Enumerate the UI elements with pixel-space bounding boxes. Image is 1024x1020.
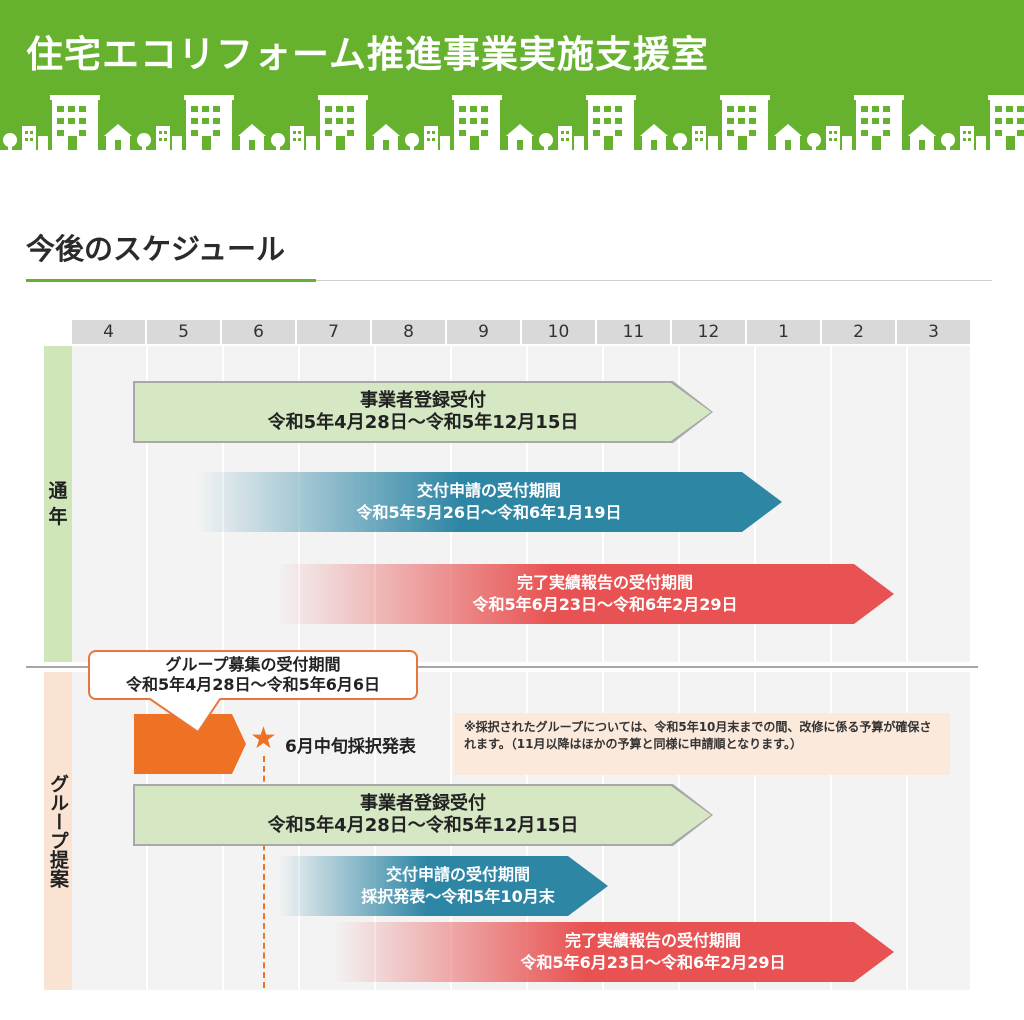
month-cell: 5 <box>147 320 220 344</box>
bar-title: 事業者登録受付 <box>360 390 486 411</box>
callout-period: 令和5年4月28日～令和5年6月6日 <box>126 675 380 694</box>
star-icon: ★ <box>250 721 277 756</box>
row-label-text: グループ提案 <box>47 774 69 888</box>
bar-period: 採択発表～令和5年10月末 <box>361 887 555 906</box>
announcement-dashed-line <box>263 756 265 988</box>
row-label-char: 年 <box>48 506 68 528</box>
callout-title: グループ募集の受付期間 <box>165 655 341 674</box>
annual-bar-registration: 事業者登録受付 令和5年4月28日～令和5年12月15日 <box>135 383 711 441</box>
annual-bar-completion-report: 完了実績報告の受付期間 令和5年6月23日～令和6年2月29日 <box>276 564 894 624</box>
month-cell: 2 <box>822 320 895 344</box>
bar-period: 令和5年6月23日～令和6年2月29日 <box>520 953 786 972</box>
bar-period: 令和5年5月26日～令和6年1月19日 <box>356 503 622 522</box>
row-divider <box>26 666 978 668</box>
callout-tail <box>150 698 221 734</box>
group-bar-grant-application: 交付申請の受付期間 採択発表～令和5年10月末 <box>278 856 608 916</box>
section-title: 今後のスケジュール <box>26 232 285 266</box>
month-cell: 9 <box>447 320 520 344</box>
bar-title: 事業者登録受付 <box>360 793 486 814</box>
bar-title: 完了実績報告の受付期間 <box>516 573 693 592</box>
month-cell: 7 <box>297 320 370 344</box>
month-cell: 3 <box>897 320 970 344</box>
houses-skyline-illustration <box>0 92 1024 150</box>
row-label-group: グループ提案 <box>44 672 72 990</box>
month-cell: 12 <box>672 320 745 344</box>
site-header: 住宅エコリフォーム推進事業実施支援室 <box>0 0 1024 150</box>
announcement-label: 6月中旬採択発表 <box>285 737 416 757</box>
title-divider-accent <box>26 279 316 282</box>
row-label-char: 通 <box>48 480 68 502</box>
bar-title: 交付申請の受付期間 <box>416 481 561 500</box>
group-bar-registration: 事業者登録受付 令和5年4月28日～令和5年12月15日 <box>135 786 711 844</box>
grid-column <box>908 346 970 662</box>
month-cell: 6 <box>222 320 295 344</box>
annual-bar-grant-application: 交付申請の受付期間 令和5年5月26日～令和6年1月19日 <box>196 472 782 532</box>
month-cell: 4 <box>72 320 145 344</box>
bar-period: 令和5年4月28日～令和5年12月15日 <box>267 412 579 433</box>
bar-title: 交付申請の受付期間 <box>385 865 530 884</box>
site-title[interactable]: 住宅エコリフォーム推進事業実施支援室 <box>26 33 709 76</box>
bar-period: 令和5年6月23日～令和6年2月29日 <box>472 595 738 614</box>
group-note: ※採択されたグループについては、令和5年10月末までの間、改修に係る予算が確保さ… <box>454 713 950 775</box>
bar-title: 完了実績報告の受付期間 <box>564 931 741 950</box>
row-label-annual: 通 年 <box>44 346 72 662</box>
month-header: 4 5 6 7 8 9 10 11 12 1 2 3 <box>72 320 970 344</box>
month-cell: 1 <box>747 320 820 344</box>
title-divider <box>26 280 992 281</box>
group-bar-completion-report: 完了実績報告の受付期間 令和5年6月23日～令和6年2月29日 <box>332 922 894 982</box>
month-cell: 8 <box>372 320 445 344</box>
bar-period: 令和5年4月28日～令和5年12月15日 <box>267 815 579 836</box>
month-cell: 11 <box>597 320 670 344</box>
month-cell: 10 <box>522 320 595 344</box>
group-recruitment-callout: グループ募集の受付期間 令和5年4月28日～令和5年6月6日 <box>88 650 418 700</box>
